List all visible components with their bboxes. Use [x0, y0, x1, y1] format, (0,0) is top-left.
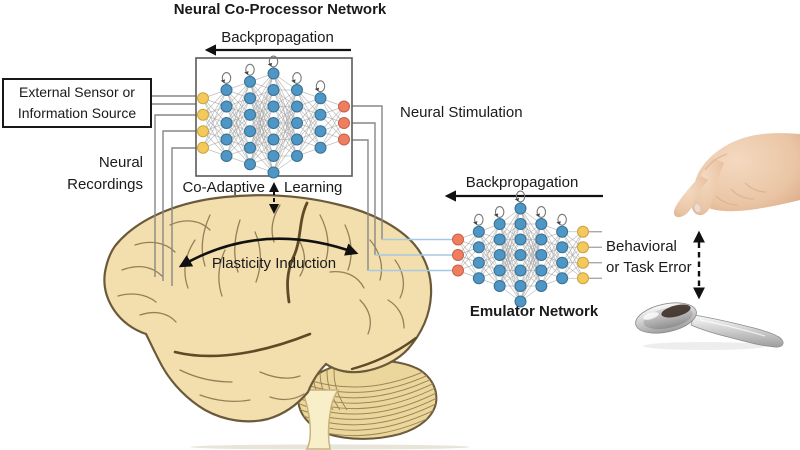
stimulation-wire-1 — [352, 105, 383, 240]
external-source-line2: Information Source — [17, 105, 137, 121]
external-source-box: External Sensor or Information Source — [2, 78, 152, 128]
stimulation-wire-3 — [352, 139, 369, 271]
brainstem — [300, 389, 340, 450]
spoon-reflection — [661, 304, 691, 318]
emulator-network — [452, 190, 589, 308]
neural-recordings-label: Neural Recordings — [67, 154, 143, 193]
diagram-title: Neural Co-Processor Network — [173, 1, 387, 18]
spoon-illustration — [635, 302, 784, 350]
backpropagation-top-label: Backpropagation — [221, 29, 334, 46]
stimulation-wires — [352, 105, 383, 271]
plasticity-arrow — [178, 237, 359, 268]
index-finger — [691, 158, 724, 216]
backpropagation-emulator-label: Backpropagation — [465, 174, 579, 191]
thumb — [673, 176, 708, 218]
recording-wire-3 — [171, 147, 196, 286]
external-source-line1: External Sensor or — [19, 84, 135, 100]
fingernail — [693, 203, 702, 213]
recording-wire-2 — [162, 130, 196, 281]
co-adaptive-label-left: Co-Adaptive — [182, 179, 265, 196]
recording-wire-1 — [154, 114, 196, 277]
emulator-network-label: Emulator Network — [469, 303, 599, 320]
brain-to-emulator-wires — [368, 238, 453, 272]
recording-wires — [148, 95, 196, 286]
sylvian-fissure — [173, 332, 312, 358]
coprocessor-network — [197, 55, 350, 179]
behavioral-error-line2: or Task Error — [606, 259, 692, 276]
occipital-cerebellum-boundary — [350, 336, 418, 371]
behavioral-error-line1: Behavioral — [606, 238, 677, 255]
plasticity-induction-label: Plasticity Induction — [211, 255, 337, 272]
emulator-output-stubs — [588, 231, 602, 279]
knuckle-creases — [704, 153, 767, 206]
stimulation-wire-2 — [352, 122, 376, 255]
brain-illustration — [103, 194, 470, 450]
neural-stimulation-label: Neural Stimulation — [400, 104, 523, 121]
co-adaptive-label-right: Learning — [284, 179, 343, 196]
hand-illustration — [673, 133, 800, 218]
